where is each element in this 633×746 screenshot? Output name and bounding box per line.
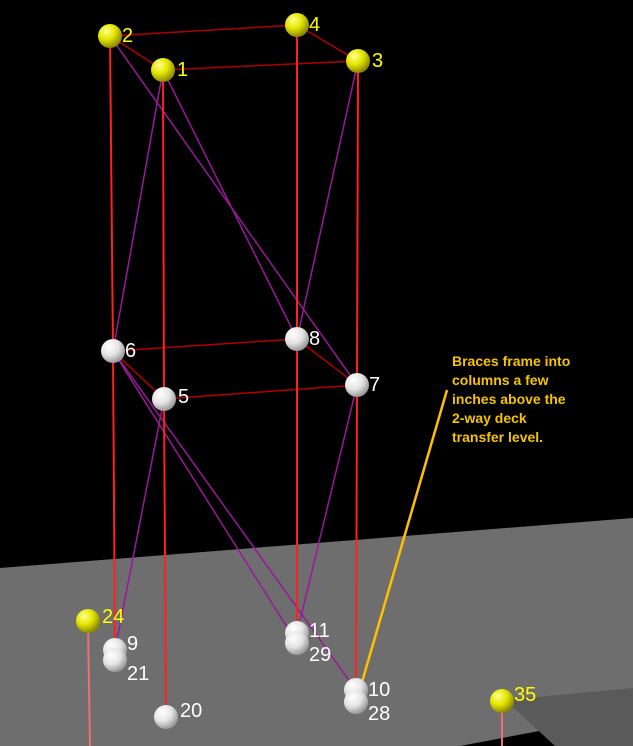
node-20-sphere[interactable]	[154, 705, 178, 729]
node-29-sphere[interactable]	[285, 631, 309, 655]
brace-member	[296, 60, 359, 340]
node-label: 11	[309, 620, 330, 642]
note-line: transfer level.	[452, 429, 544, 445]
node-label: 9	[127, 633, 138, 655]
brace-member	[162, 69, 298, 340]
annotation-leader-line	[360, 389, 449, 683]
node-label: 7	[369, 374, 380, 396]
beam-member	[109, 24, 298, 37]
beam-member	[162, 60, 359, 71]
brace-member	[296, 384, 358, 634]
note-line: 2-way deck	[452, 410, 527, 426]
column-member	[162, 69, 165, 400]
column-member	[109, 35, 114, 352]
node-5-sphere[interactable]	[152, 387, 176, 411]
brace-member	[114, 398, 165, 651]
node-1-sphere[interactable]	[151, 58, 175, 82]
node-6-sphere[interactable]	[101, 339, 125, 363]
note-line: columns a few	[452, 372, 549, 388]
node-2-sphere[interactable]	[98, 24, 122, 48]
node-label: 6	[125, 340, 136, 362]
node-label: 4	[309, 14, 320, 36]
node-label: 1	[177, 59, 188, 81]
beam-member	[296, 338, 358, 386]
node-label: 35	[514, 684, 536, 706]
node-8-sphere[interactable]	[285, 327, 309, 351]
note-line: Braces frame into	[452, 353, 571, 369]
node-3-sphere[interactable]	[346, 49, 370, 73]
node-label: 20	[180, 700, 202, 722]
node-label: 21	[127, 663, 149, 685]
beam-member	[163, 384, 358, 400]
column-member	[356, 60, 359, 386]
node-4-sphere[interactable]	[285, 13, 309, 37]
brace-member	[112, 350, 357, 691]
node-7-sphere[interactable]	[345, 373, 369, 397]
node-label: 10	[368, 679, 390, 701]
note-line: inches above the	[452, 391, 566, 407]
node-24-sphere[interactable]	[76, 609, 100, 633]
column-member	[112, 350, 116, 651]
node-21-sphere[interactable]	[103, 648, 127, 672]
column-member	[355, 384, 358, 691]
brace-member	[112, 69, 164, 352]
node-label: 8	[309, 328, 320, 350]
column-member	[163, 398, 167, 718]
annotation-note: Braces frame into columns a few inches a…	[452, 352, 632, 447]
support-column-24	[87, 624, 91, 746]
node-28-sphere[interactable]	[344, 690, 368, 714]
lower-deck-plane	[505, 688, 633, 746]
node-label: 24	[102, 606, 124, 628]
node-label: 28	[368, 703, 390, 725]
node-label: 5	[178, 386, 189, 408]
node-35-sphere[interactable]	[490, 689, 514, 713]
beam-member	[112, 338, 298, 352]
node-label: 2	[122, 25, 133, 47]
node-label: 29	[309, 644, 331, 666]
brace-member	[112, 350, 298, 644]
node-label: 3	[372, 50, 383, 72]
transfer-deck-plane	[0, 518, 633, 746]
